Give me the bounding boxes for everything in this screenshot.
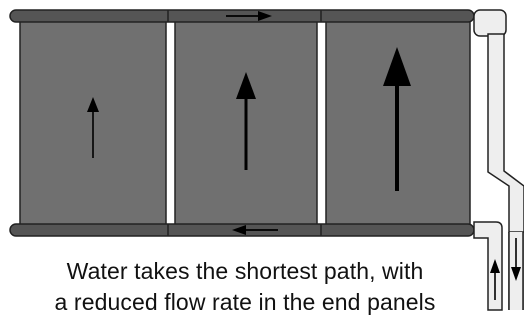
caption-line-1: Water takes the shortest path, with bbox=[66, 258, 424, 284]
up-arrow-icon bbox=[490, 259, 500, 300]
up-arrow-icon bbox=[87, 97, 99, 158]
caption-line-2: a reduced flow rate in the end panels bbox=[54, 289, 436, 315]
left-arrow-icon bbox=[232, 225, 278, 235]
up-arrow-icon bbox=[383, 47, 411, 191]
down-arrow-icon bbox=[511, 238, 521, 281]
up-arrow-icon bbox=[236, 72, 256, 170]
right-arrow-icon bbox=[226, 11, 272, 21]
